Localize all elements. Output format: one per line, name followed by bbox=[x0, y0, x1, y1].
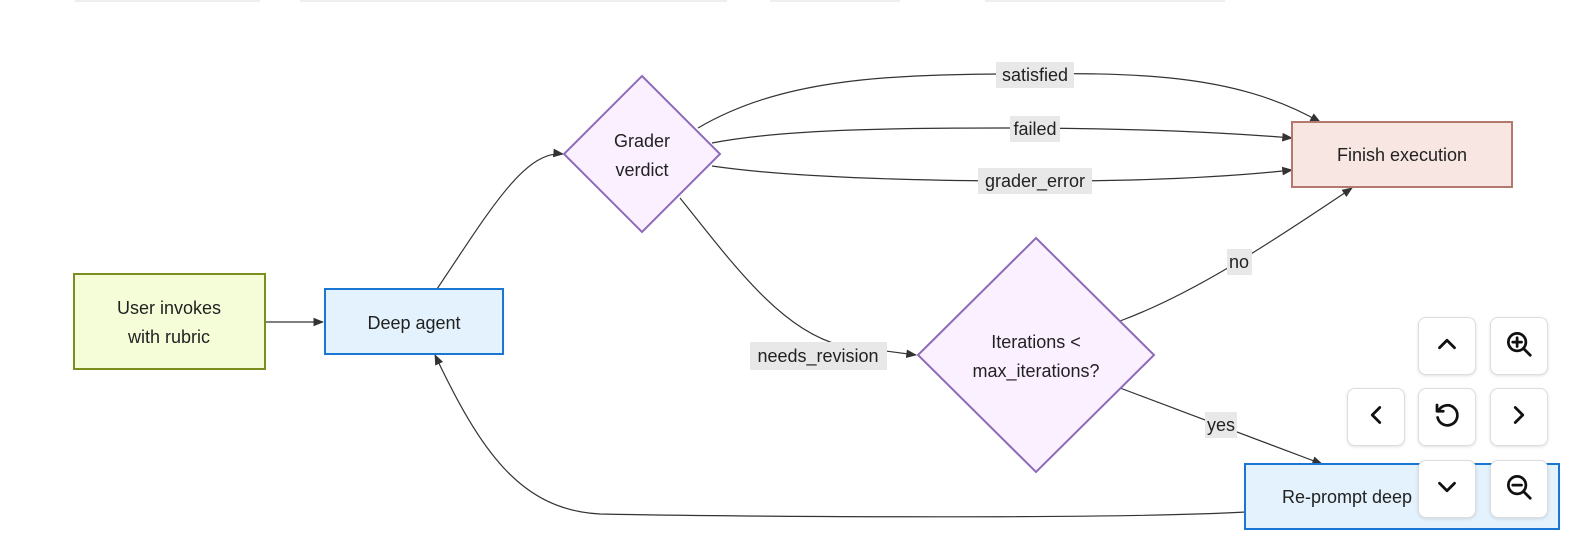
top-strip bbox=[985, 0, 1225, 2]
edge-failed bbox=[711, 127, 1294, 144]
node-deep-agent: Deep agent bbox=[324, 288, 504, 355]
node-grader-verdict-line-2: verdict bbox=[615, 160, 668, 180]
node-reprompt-agent-label: Re-prompt deep agent bbox=[1282, 487, 1462, 507]
node-user-invokes-line-1: User invokes bbox=[117, 298, 221, 318]
top-strip bbox=[770, 0, 900, 2]
reset-icon bbox=[1432, 400, 1462, 435]
pan-down-button[interactable] bbox=[1418, 460, 1476, 518]
edge-agent-to-grader bbox=[436, 148, 565, 290]
node-finish-execution-label: Finish execution bbox=[1337, 145, 1467, 165]
zoom-out-button[interactable] bbox=[1490, 460, 1548, 518]
node-deep-agent-label: Deep agent bbox=[367, 313, 460, 333]
edge-label-grader-error-text: grader_error bbox=[985, 171, 1085, 192]
edge-label-no-text: no bbox=[1229, 252, 1249, 272]
node-finish-execution: Finish execution bbox=[1291, 121, 1513, 188]
reset-view-button[interactable] bbox=[1418, 388, 1476, 446]
top-strip bbox=[75, 0, 260, 2]
chevron-left-icon bbox=[1361, 400, 1391, 435]
chevron-up-icon bbox=[1432, 329, 1462, 364]
pan-up-button[interactable] bbox=[1418, 317, 1476, 375]
edge-label-yes: yes bbox=[1205, 412, 1237, 438]
edge-label-satisfied: satisfied bbox=[996, 62, 1074, 88]
edge-label-needs-revision-text: needs_revision bbox=[757, 346, 878, 367]
edge-reprompt-to-agent bbox=[434, 354, 1247, 518]
edge-label-grader-error: grader_error bbox=[978, 168, 1092, 194]
chevron-down-icon bbox=[1432, 472, 1462, 507]
edge-label-needs-revision: needs_revision bbox=[750, 342, 887, 370]
pan-right-button[interactable] bbox=[1490, 388, 1548, 446]
chevron-right-icon bbox=[1504, 400, 1534, 435]
zoom-in-icon bbox=[1504, 329, 1534, 364]
pan-left-button[interactable] bbox=[1347, 388, 1405, 446]
edge-label-yes-text: yes bbox=[1207, 415, 1235, 435]
node-iterations-check-line-1: Iterations < bbox=[991, 332, 1081, 352]
edge-label-no: no bbox=[1227, 249, 1252, 275]
node-grader-verdict: Grader verdict bbox=[562, 74, 722, 234]
edge-label-satisfied-text: satisfied bbox=[1002, 65, 1068, 85]
node-iterations-check-line-2: max_iterations? bbox=[972, 361, 1099, 382]
node-user-invokes-line-2: with rubric bbox=[127, 327, 210, 347]
top-strip bbox=[300, 0, 727, 2]
edge-label-failed: failed bbox=[1010, 116, 1060, 142]
node-grader-verdict-line-1: Grader bbox=[614, 131, 670, 151]
edge-label-failed-text: failed bbox=[1013, 119, 1056, 139]
edge-needs-revision bbox=[679, 197, 918, 359]
node-iterations-check: Iterations < max_iterations? bbox=[916, 236, 1156, 474]
zoom-out-icon bbox=[1504, 472, 1534, 507]
node-user-invokes: User invokes with rubric bbox=[73, 273, 266, 370]
zoom-in-button[interactable] bbox=[1490, 317, 1548, 375]
